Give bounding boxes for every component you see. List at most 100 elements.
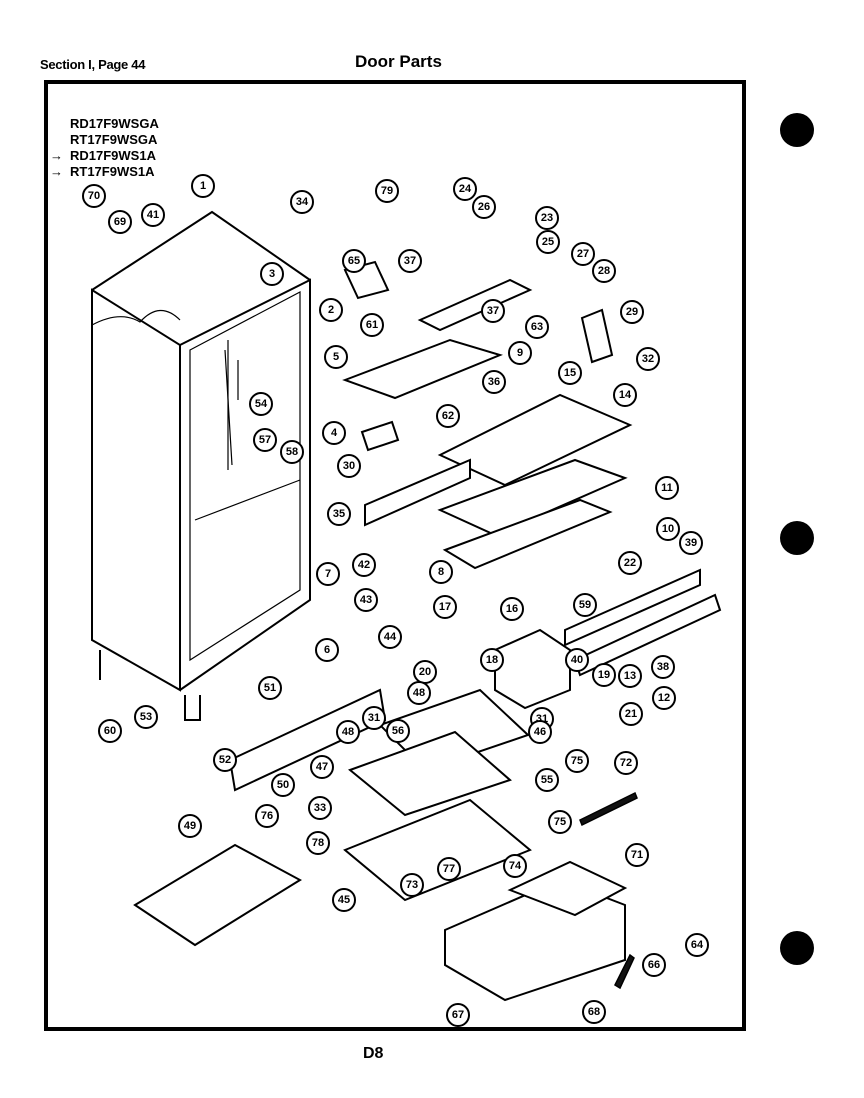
part-callout: 31 (362, 706, 386, 730)
model-list: RD17F9WSGA RT17F9WSGA →RD17F9WS1A →RT17F… (50, 116, 159, 180)
part-callout: 65 (342, 249, 366, 273)
callout-number: 56 (392, 725, 404, 737)
part-callout: 38 (651, 655, 675, 679)
callout-circle (528, 720, 552, 744)
callout-circle (481, 299, 505, 323)
callout-circle (592, 259, 616, 283)
part-callout: 48 (336, 720, 360, 744)
model-item: →RT17F9WS1A (50, 164, 159, 180)
callout-number: 4 (331, 427, 338, 439)
callout-circle (655, 476, 679, 500)
callout-number: 76 (261, 810, 273, 822)
callout-number: 71 (631, 849, 643, 861)
callout-circle (280, 440, 304, 464)
part-callout: 22 (618, 551, 642, 575)
part-callout: 45 (332, 888, 356, 912)
callout-number: 21 (625, 708, 637, 720)
callout-number: 67 (452, 1009, 464, 1021)
callout-circle (429, 560, 453, 584)
callout-circle (582, 1000, 606, 1024)
callout-number: 2 (328, 304, 334, 316)
callout-number: 9 (517, 347, 523, 359)
callout-circle (134, 705, 158, 729)
callout-circle (619, 702, 643, 726)
callout-number: 28 (598, 265, 610, 277)
part-callout: 12 (652, 686, 676, 710)
part-callout: 13 (618, 664, 642, 688)
part-callout: 30 (337, 454, 361, 478)
part-callout: 79 (375, 179, 399, 203)
cabinet-illustration (91, 210, 311, 721)
callout-number: 66 (648, 959, 660, 971)
page-code: D8 (363, 1045, 384, 1062)
callout-number: 70 (88, 190, 100, 202)
callout-circle (651, 655, 675, 679)
part-callout: 15 (558, 361, 582, 385)
callout-circle (656, 517, 680, 541)
part-callout: 34 (290, 190, 314, 214)
callout-number: 8 (438, 566, 444, 578)
callout-circle (332, 888, 356, 912)
part-callout: 3 (260, 262, 284, 286)
callout-number: 13 (624, 670, 636, 682)
callout-number: 78 (312, 837, 324, 849)
part-callout: 18 (480, 648, 504, 672)
callout-number: 30 (343, 460, 355, 472)
callout-number: 47 (316, 761, 328, 773)
callout-circle (503, 854, 527, 878)
callout-circle (482, 370, 506, 394)
part-callout: 1 (191, 174, 215, 198)
model-item: RT17F9WSGA (50, 132, 159, 148)
callout-number: 15 (564, 367, 576, 379)
callout-circle (82, 184, 106, 208)
callout-number: 24 (459, 183, 472, 195)
callout-number: 45 (338, 894, 350, 906)
callout-circle (324, 345, 348, 369)
callout-number: 11 (661, 482, 673, 494)
part-callout: 64 (685, 933, 709, 957)
part-callout: 17 (433, 595, 457, 619)
part-callout: 69 (108, 210, 132, 234)
callout-circle (315, 638, 339, 662)
part-callout: 23 (535, 206, 559, 230)
callout-number: 52 (219, 754, 231, 766)
section-label: Section I, Page 44 (40, 57, 146, 72)
part-callout: 47 (310, 755, 334, 779)
callout-number: 7 (325, 568, 331, 580)
callout-number: 1 (200, 180, 206, 192)
part-callout: 76 (255, 804, 279, 828)
callout-number: 18 (486, 654, 498, 666)
callout-circle (613, 383, 637, 407)
callout-circle (258, 676, 282, 700)
callout-circle (472, 195, 496, 219)
callout-circle (407, 681, 431, 705)
callout-circle (308, 796, 332, 820)
callout-circle (255, 804, 279, 828)
page-title: Door Parts (355, 52, 442, 71)
callout-number: 33 (314, 802, 326, 814)
punch-hole (780, 931, 814, 965)
callout-number: 17 (439, 601, 451, 613)
part-callout: 40 (565, 648, 589, 672)
punch-hole (780, 113, 814, 147)
part-callout: 32 (636, 347, 660, 371)
callout-number: 12 (658, 692, 670, 704)
model-number: RT17F9WS1A (70, 164, 155, 179)
callout-circle (398, 249, 422, 273)
callout-circle (636, 347, 660, 371)
callout-number: 32 (642, 353, 654, 365)
callout-circle (618, 551, 642, 575)
part-callout: 66 (642, 953, 666, 977)
model-item: RD17F9WSGA (50, 116, 159, 132)
callout-circle (525, 315, 549, 339)
callout-number: 36 (488, 376, 500, 388)
callout-circle (535, 206, 559, 230)
shelf-illustrations (133, 260, 722, 1002)
callout-circle (191, 174, 215, 198)
part-callout: 62 (436, 404, 460, 428)
callout-number: 46 (534, 726, 546, 738)
part-callout: 55 (535, 768, 559, 792)
part-callout: 41 (141, 203, 165, 227)
part-callout: 72 (614, 751, 638, 775)
